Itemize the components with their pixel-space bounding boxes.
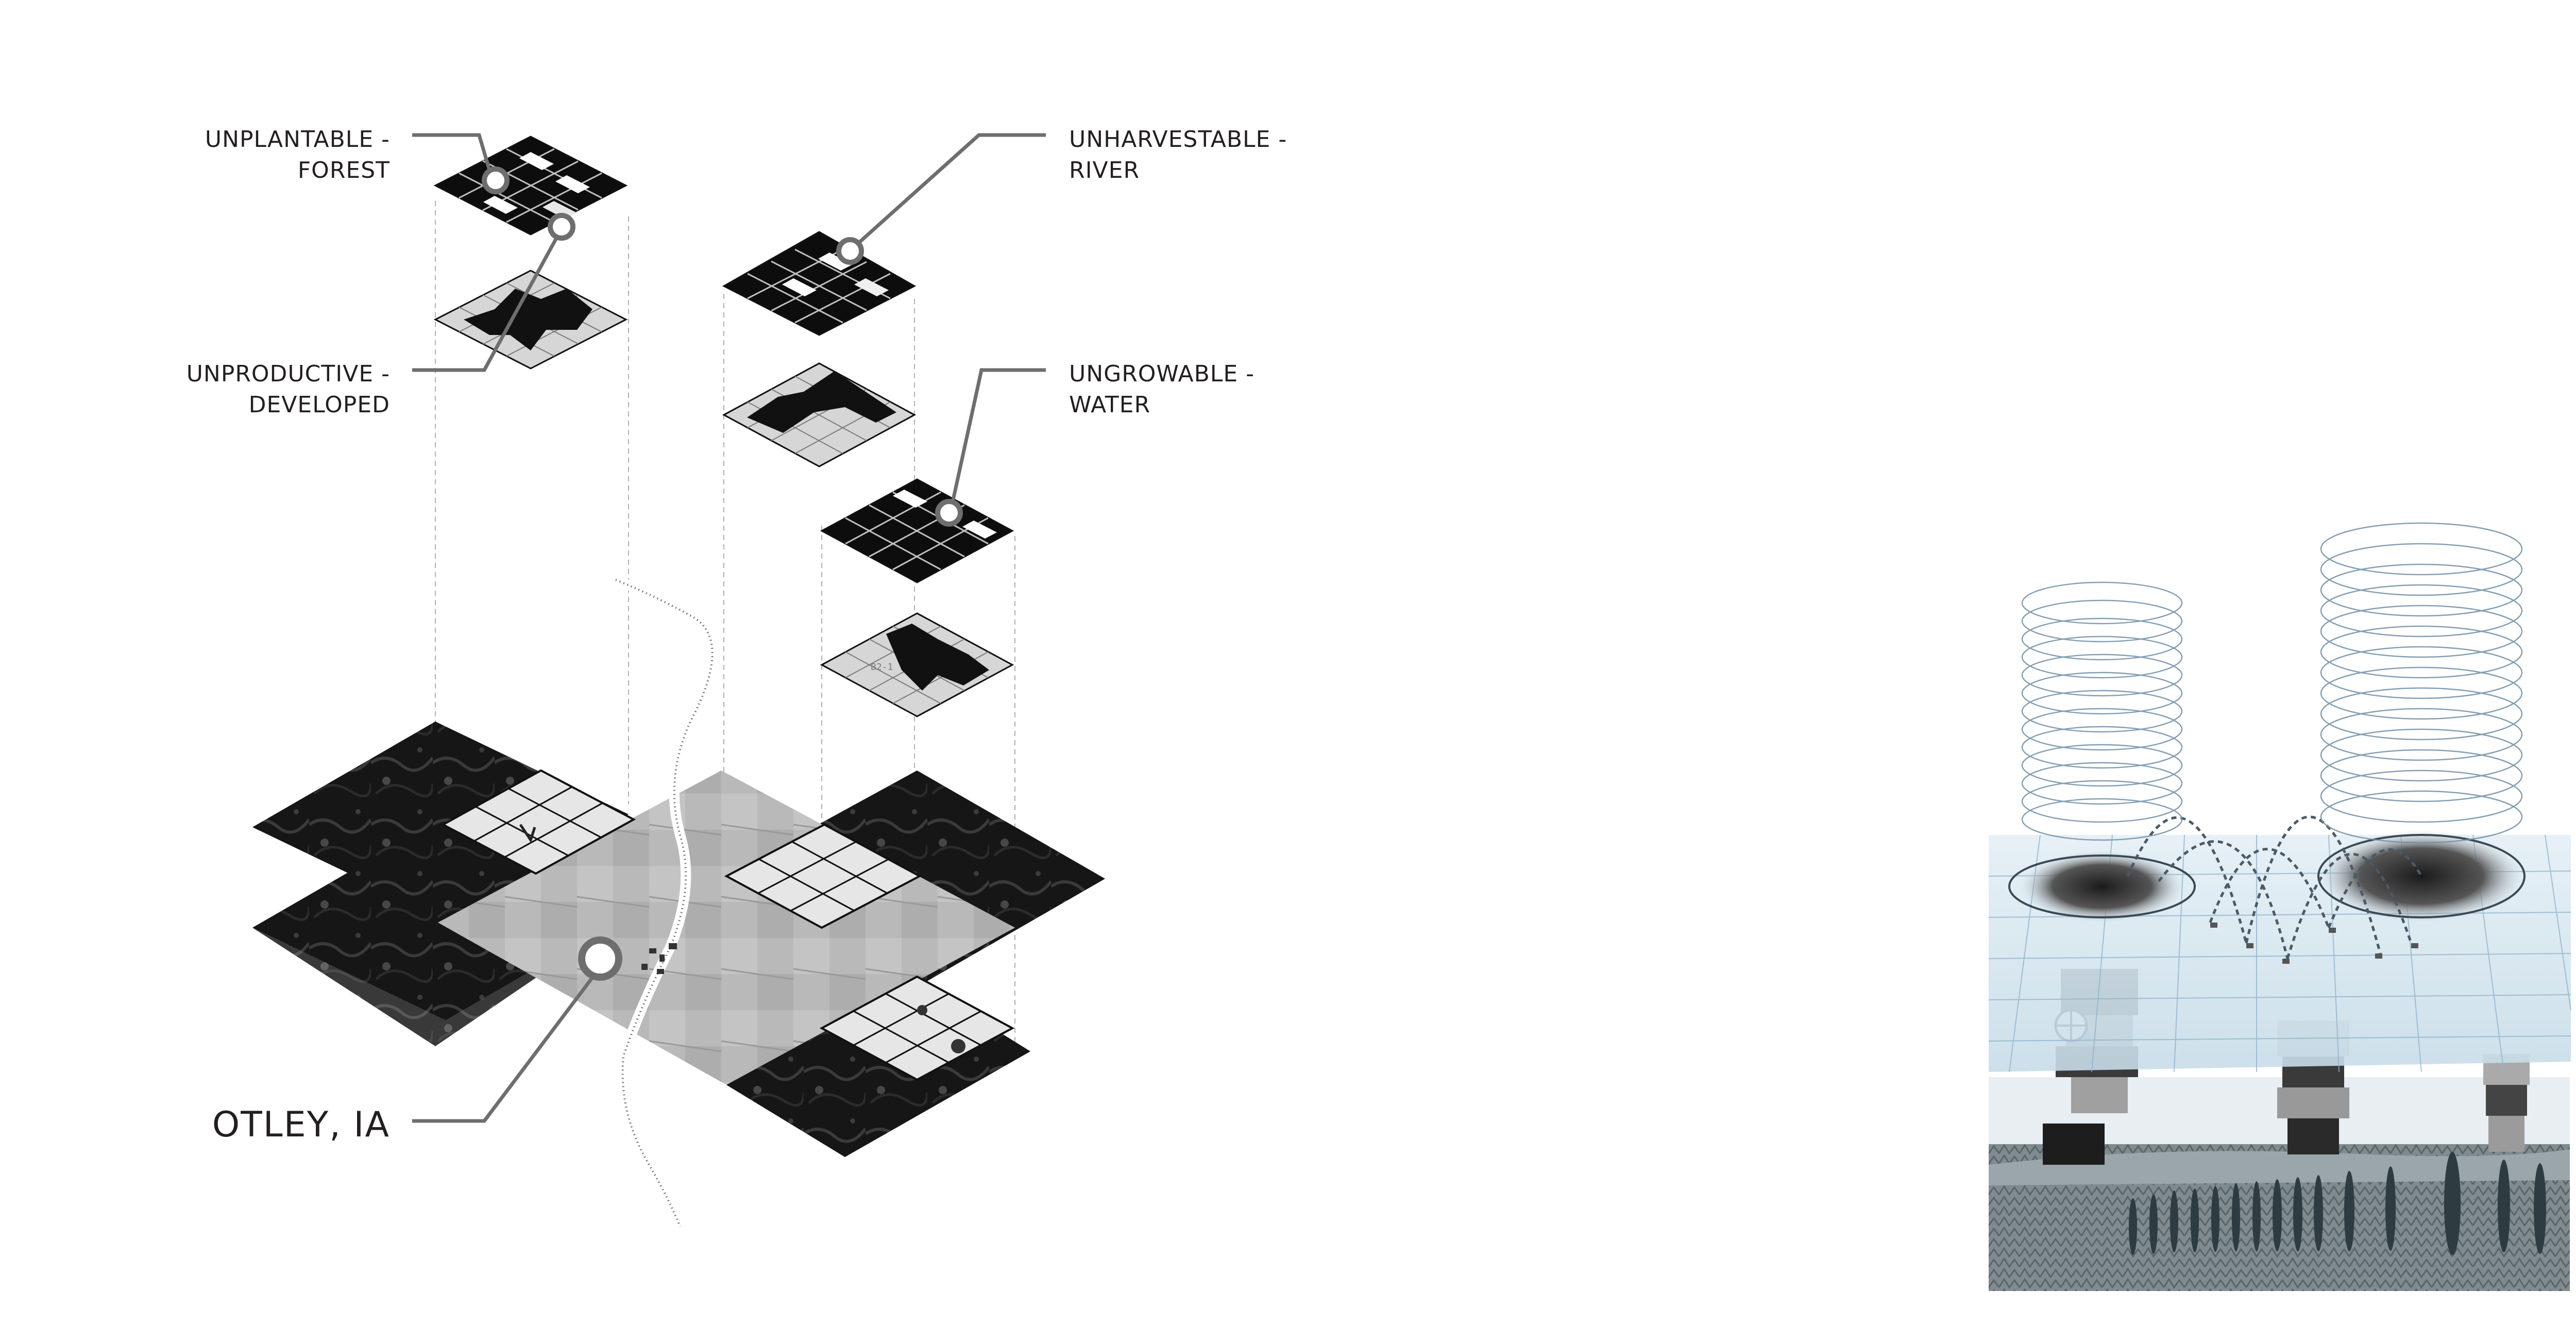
- river-leader: [858, 133, 1046, 244]
- river-label: UNHARVESTABLE - RIVER: [1069, 126, 1287, 183]
- ground-grid-tile-southeast: [819, 975, 1015, 1081]
- distribution-arcs: [2126, 815, 2423, 959]
- forest-label: UNPLANTABLE - FOREST: [205, 126, 390, 183]
- sky-farm-plate: [1988, 830, 2571, 1072]
- ground-grid-tile-north: [440, 769, 636, 875]
- layer-forest: [433, 136, 628, 236]
- cloud-rings-left: [2021, 581, 2183, 841]
- layer-markers: [482, 166, 963, 527]
- satellite-tile-sw: [252, 915, 629, 1046]
- cell-tag: B2-1: [871, 662, 893, 673]
- layer-water-detail: B2-1: [820, 612, 1014, 717]
- tower-right: [2483, 1054, 2530, 1152]
- layer-river: [722, 231, 917, 336]
- storm-cloud-left: [2020, 850, 2184, 923]
- satellite-tile-nw: [252, 722, 629, 920]
- water-label: UNGROWABLE - WATER: [1069, 361, 1255, 418]
- forest-marker: [482, 166, 510, 194]
- svg-text:WATER: WATER: [1069, 392, 1150, 418]
- forest-leader: [412, 133, 492, 171]
- town-cluster: [641, 943, 677, 974]
- svg-text:FOREST: FOREST: [298, 157, 390, 183]
- developed-leader: [412, 237, 558, 372]
- isometric-layer-diagram: OTLEY, IA: [187, 126, 1287, 1229]
- water-leader: [951, 368, 1046, 500]
- developed-marker: [548, 213, 575, 241]
- location-leader-line: [412, 973, 597, 1123]
- svg-text:UNPLANTABLE -: UNPLANTABLE -: [205, 126, 390, 153]
- ground-grid-tile-east: [724, 823, 922, 929]
- ground-map: [252, 722, 1105, 1157]
- svg-text:UNHARVESTABLE -: UNHARVESTABLE -: [1069, 126, 1287, 153]
- water-marker: [935, 499, 963, 527]
- developed-label: UNPRODUCTIVE - DEVELOPED: [187, 361, 390, 418]
- svg-text:DEVELOPED: DEVELOPED: [249, 392, 390, 418]
- svg-text:UNGROWABLE -: UNGROWABLE -: [1069, 361, 1255, 387]
- location-label: OTLEY, IA: [212, 1104, 390, 1145]
- river-marker: [836, 237, 864, 265]
- layer-water: [820, 478, 1014, 583]
- layer-river-detail: [722, 362, 917, 467]
- sky-farm-collage: [1988, 522, 2571, 1291]
- leader-lines: [412, 133, 1046, 500]
- cloud-rings-right: [2320, 522, 2523, 844]
- layer-developed: [433, 270, 628, 370]
- location-marker: [578, 936, 622, 981]
- svg-text:RIVER: RIVER: [1069, 157, 1140, 183]
- cypress-trees: [2129, 1152, 2546, 1255]
- svg-text:UNPRODUCTIVE -: UNPRODUCTIVE -: [187, 361, 390, 387]
- storm-cloud-right: [2318, 830, 2524, 923]
